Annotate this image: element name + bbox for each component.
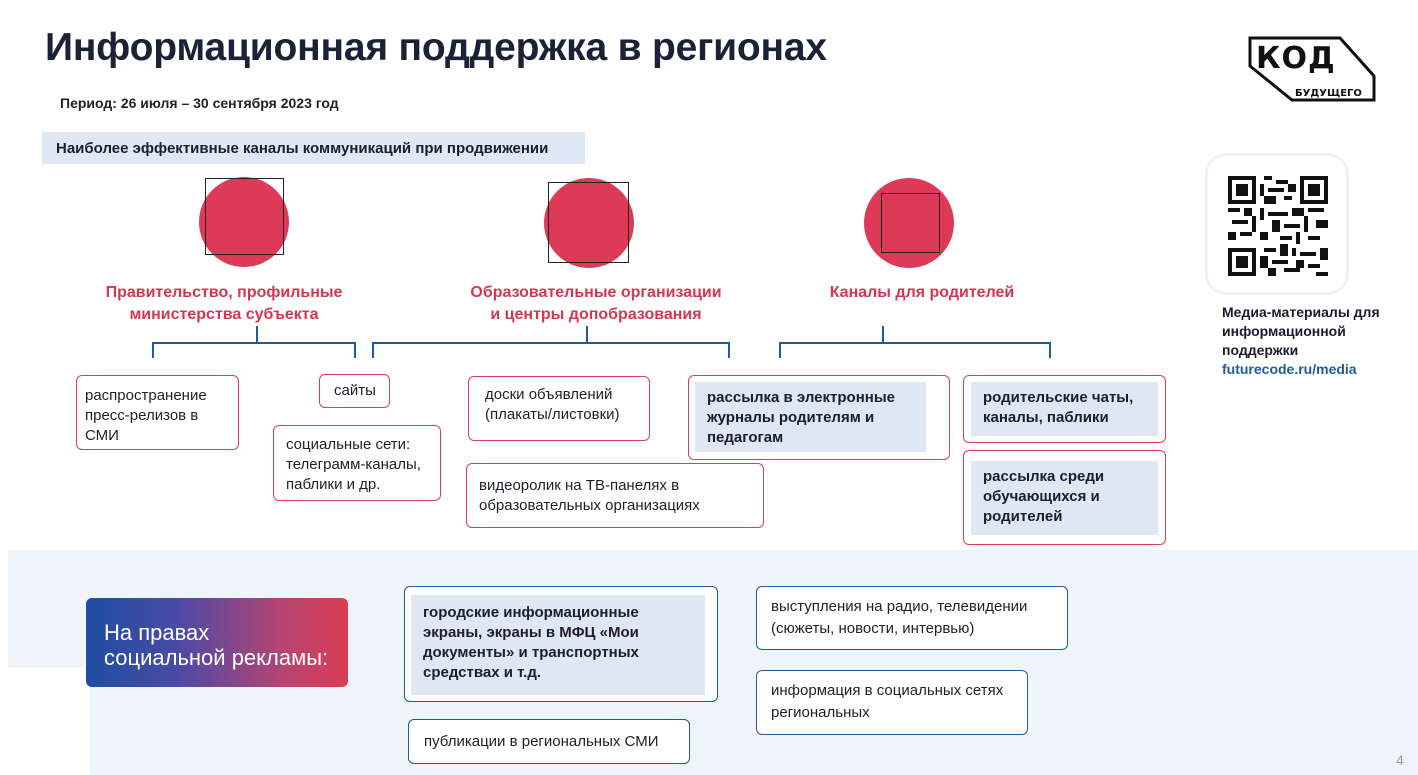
channel-student-mailing: рассылка среди обучающихся и родителей: [963, 450, 1166, 545]
channel-parent-chats: родительские чаты, каналы, паблики: [963, 375, 1166, 443]
category-education-line2: и центры допобразования: [490, 306, 702, 323]
bracket-parents-left: [779, 342, 781, 358]
media-materials-link[interactable]: futurecode.ru/media: [1222, 361, 1357, 377]
government-image-placeholder: [205, 178, 284, 255]
parents-image-placeholder: [881, 193, 940, 253]
channel-e-journals-text: рассылка в электронные журналы родителям…: [695, 382, 926, 452]
bracket-parents-stem: [882, 326, 884, 342]
bracket-government-left: [152, 342, 154, 358]
svg-text:БУДУЩЕГО: БУДУЩЕГО: [1295, 88, 1362, 99]
channel-tv-video-text: видеоролик на ТВ-панелях в образовательн…: [479, 477, 700, 514]
media-materials-text: Медиа-материалы для информационной подде…: [1222, 304, 1380, 358]
channel-city-screens: городские информационные экраны, экраны …: [404, 586, 718, 702]
category-parents: Каналы для родителей: [800, 282, 1044, 304]
channel-regional-media-text: публикации в региональных СМИ: [424, 733, 659, 750]
qr-code-icon[interactable]: [1228, 176, 1328, 276]
education-image-placeholder: [548, 182, 629, 263]
channel-city-screens-text: городские информационные экраны, экраны …: [411, 595, 705, 695]
bracket-education-stem: [586, 326, 588, 342]
period-label: Период: 26 июля – 30 сентября 2023 год: [60, 95, 339, 111]
category-parents-line1: Каналы для родителей: [829, 284, 1015, 301]
channel-press-releases: распространение пресс-релизов в СМИ: [76, 375, 239, 450]
svg-text:КОД: КОД: [1256, 41, 1336, 76]
channel-social-networks: социальные сети: телеграмм-каналы, пабли…: [273, 425, 441, 501]
bottom-left-white-block: [0, 667, 90, 775]
social-ads-badge-line1: На правах: [104, 620, 210, 645]
channel-parent-chats-text: родительские чаты, каналы, паблики: [971, 382, 1158, 436]
education-icon: [544, 178, 634, 268]
bracket-education-left: [372, 342, 374, 358]
bracket-government-bar: [152, 342, 356, 344]
page-title: Информационная поддержка в регионах: [45, 26, 827, 69]
category-government-line2: министерства субъекта: [129, 306, 319, 323]
category-government: Правительство, профильные министерства с…: [90, 282, 358, 326]
page-number: 4: [1396, 752, 1404, 768]
channel-social-networks-text: социальные сети: телеграмм-каналы, пабли…: [286, 436, 421, 493]
channel-radio-tv-text: выступления на радио, телевидении (сюжет…: [771, 598, 1028, 637]
channel-regional-social: информация в социальных сетях региональн…: [756, 670, 1028, 735]
channel-sites-text: сайты: [334, 382, 376, 399]
channel-notice-boards: доски объявлений (плакаты/листовки): [468, 376, 650, 441]
channel-student-mailing-text: рассылка среди обучающихся и родителей: [971, 461, 1158, 535]
channel-radio-tv: выступления на радио, телевидении (сюжет…: [756, 586, 1068, 650]
channels-ribbon: Наиболее эффективные каналы коммуникаций…: [42, 132, 585, 164]
kod-budushchego-logo: КОД БУДУЩЕГО: [1248, 36, 1376, 102]
qr-card: [1208, 156, 1346, 292]
channel-regional-media: публикации в региональных СМИ: [408, 719, 690, 764]
bracket-government-stem: [256, 326, 258, 342]
channel-press-releases-text: распространение пресс-релизов в СМИ: [85, 387, 207, 444]
bracket-parents-right: [1049, 342, 1051, 358]
channel-tv-video: видеоролик на ТВ-панелях в образовательн…: [466, 463, 764, 528]
category-education-line1: Образовательные организации: [470, 284, 722, 301]
bracket-education-bar: [372, 342, 730, 344]
channel-notice-boards-text: доски объявлений (плакаты/листовки): [485, 386, 620, 423]
channel-regional-social-text: информация в социальных сетях региональн…: [771, 682, 1004, 721]
category-government-line1: Правительство, профильные: [105, 284, 343, 301]
social-ads-badge-line2: социальной рекламы:: [104, 645, 329, 670]
social-ads-badge: На правах социальной рекламы:: [86, 598, 348, 687]
channel-sites: сайты: [319, 374, 390, 408]
government-icon: [199, 177, 289, 267]
media-materials-caption: Медиа-материалы для информационной подде…: [1222, 303, 1408, 379]
bracket-parents-bar: [779, 342, 1051, 344]
bracket-education-right: [728, 342, 730, 358]
channel-e-journals: рассылка в электронные журналы родителям…: [688, 375, 950, 460]
bracket-government-right: [354, 342, 356, 358]
category-education: Образовательные организации и центры доп…: [452, 282, 740, 326]
